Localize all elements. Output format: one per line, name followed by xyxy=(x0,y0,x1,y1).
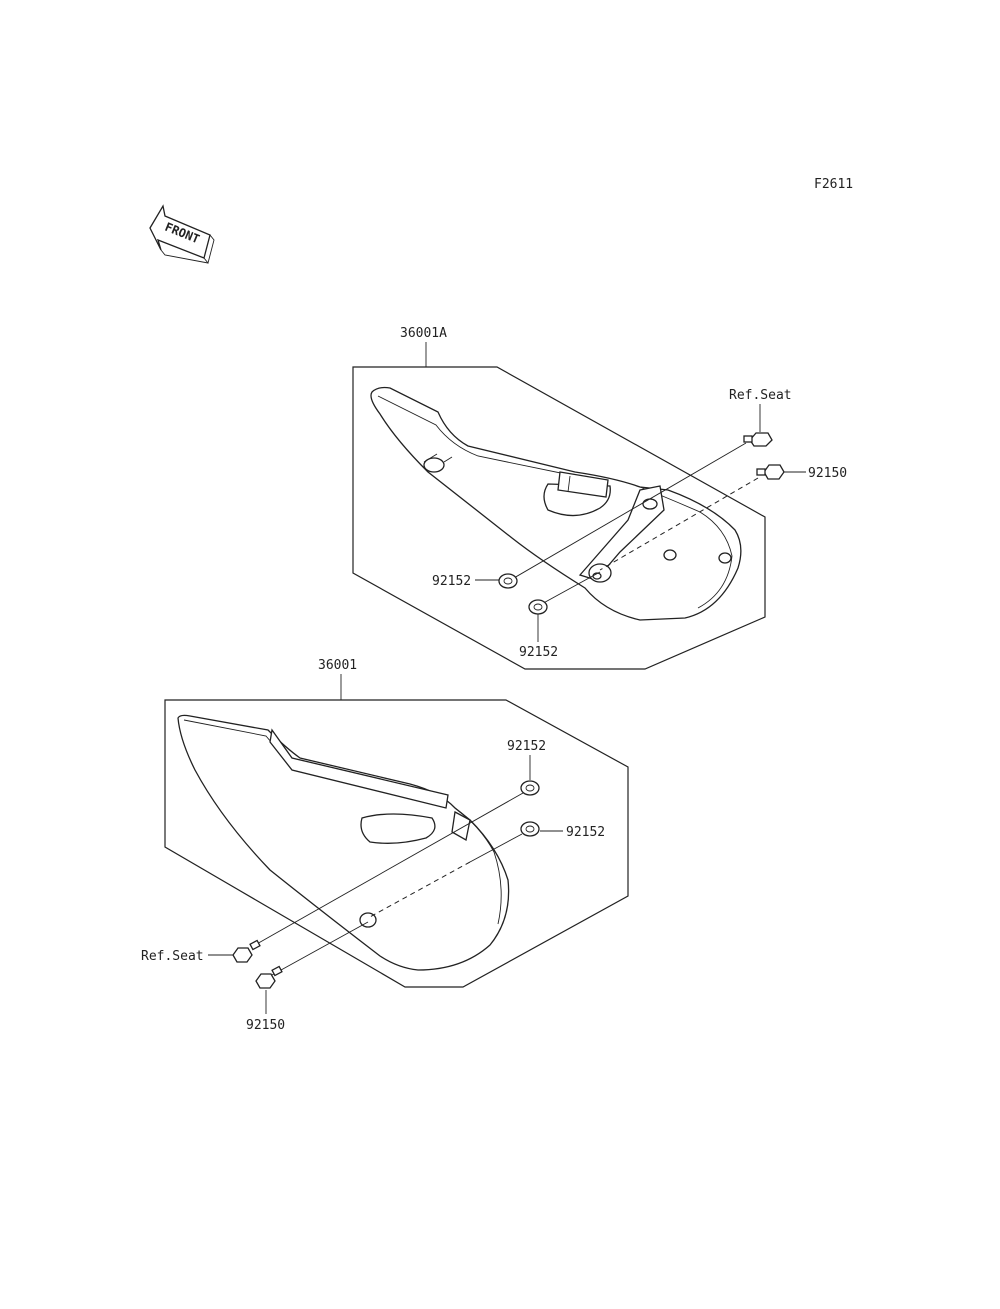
bolt-label-92150-lower: 92150 xyxy=(246,1018,285,1033)
bolt-icon-92150-upper xyxy=(756,464,785,480)
part-number-36001: 36001 xyxy=(318,658,357,673)
lower-group-frame xyxy=(164,699,629,988)
ref-seat-label-lower: Ref.Seat xyxy=(141,949,204,964)
collar-icon-upper-left xyxy=(498,573,518,589)
ref-seat-label-upper: Ref.Seat xyxy=(729,388,792,403)
figure-code: F2611 xyxy=(814,177,853,192)
collar-icon-lower-right xyxy=(520,821,540,837)
bolt-icon-ref-seat-upper xyxy=(743,432,773,447)
upper-side-cover-group: 36001A Ref.Seat xyxy=(352,326,847,670)
bolt-label-92150-upper: 92150 xyxy=(808,466,847,481)
bolt-icon-92150-lower xyxy=(255,965,283,989)
bolt-icon-ref-seat-lower xyxy=(232,939,261,963)
lower-side-cover-group: 36001 92152 92152 xyxy=(141,658,629,1033)
front-arrow-icon: FRONT xyxy=(149,204,215,264)
collar-icon-lower-top xyxy=(520,780,540,796)
collar-label-92152-upper-left: 92152 xyxy=(432,574,471,589)
part-number-36001a: 36001A xyxy=(400,326,447,341)
collar-label-92152-lower-top: 92152 xyxy=(507,739,546,754)
side-cover-36001a xyxy=(370,386,742,621)
upper-group-frame xyxy=(352,366,766,670)
side-cover-36001 xyxy=(177,714,510,971)
collar-label-92152-lower-right: 92152 xyxy=(566,825,605,840)
collar-icon-upper-bottom xyxy=(528,599,548,615)
collar-label-92152-upper-bottom: 92152 xyxy=(519,645,558,660)
